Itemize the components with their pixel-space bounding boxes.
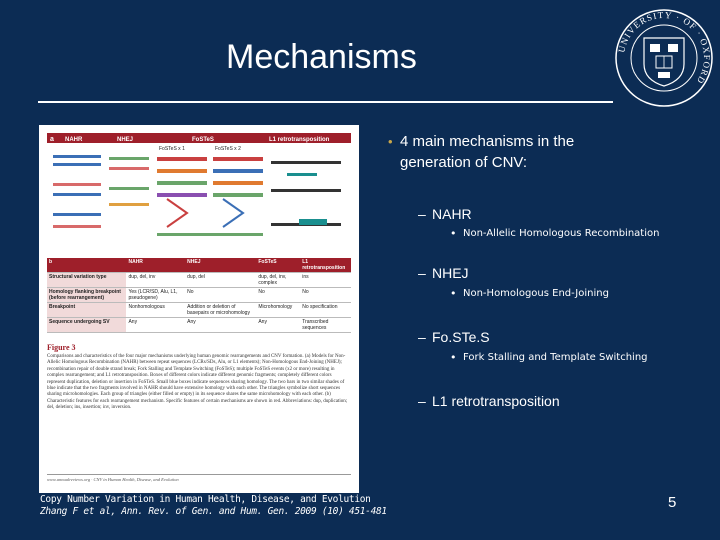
cnv-mechanisms-figure: a NAHR NHEJ FoSTeS L1 retrotransposition… [39, 125, 359, 493]
sub-sub-bullet-fostes: • Fork Stalling and Template Switching [450, 351, 648, 364]
citation: Copy Number Variation in Human Health, D… [40, 494, 387, 518]
col-head-nhej: NHEJ [117, 137, 133, 143]
fostes-diagram [157, 157, 263, 236]
mechanism-features-table: b NAHR NHEJ FoSTeS L1 retrotransposition… [47, 258, 351, 333]
table-header: L1 retrotransposition [300, 258, 351, 273]
col-head-nahr: NAHR [65, 137, 83, 143]
dash-icon: – [418, 206, 426, 222]
sub-bullet-nahr: – NAHR [418, 206, 472, 222]
sub-bullet-nhej: – NHEJ [418, 265, 469, 281]
sub-bullet-fostes: – Fo.STe.S [418, 329, 490, 345]
dash-icon: – [418, 329, 426, 345]
figure-caption: Comparisons and characteristics of the f… [47, 354, 348, 411]
title-divider [38, 101, 613, 103]
figure-footer: www.annualreviews.org · CNV in Human Hea… [47, 474, 351, 482]
panel-a-label: a [50, 136, 54, 143]
sub-sub-bullet-nahr: • Non-Allelic Homologous Recombination [450, 227, 660, 240]
table-header: b [47, 258, 127, 273]
fostes-x2-label: FoSTeS x 2 [215, 146, 241, 152]
col-head-fostes: FoSTeS [192, 137, 214, 143]
nahr-diagram [53, 155, 101, 228]
table-header: NHEJ [185, 258, 257, 273]
table-header: FoSTeS [256, 258, 301, 273]
oxford-crest-logo: UNIVERSITY · OF · OXFORD [615, 9, 713, 107]
bullet-dot-icon: • [388, 134, 393, 149]
dash-icon: – [418, 393, 426, 409]
l1-diagram [271, 161, 341, 226]
dash-icon: – [418, 265, 426, 281]
fostes-x1-label: FoSTeS x 1 [159, 146, 185, 152]
table-header: NAHR [126, 258, 186, 273]
nhej-diagram [109, 157, 149, 206]
mechanism-diagram: a NAHR NHEJ FoSTeS L1 retrotransposition… [47, 133, 351, 236]
figure-caption-title: Figure 3 [47, 343, 76, 352]
bullet-dot-icon: • [450, 351, 457, 364]
main-bullet-text: 4 main mechanisms in the generation of C… [400, 133, 575, 171]
sub-sub-bullet-nhej: • Non-Homologous End-Joining [450, 287, 609, 300]
main-bullet: • 4 main mechanisms in the generation of… [388, 131, 615, 173]
sub-bullet-l1: – L1 retrotransposition [418, 393, 560, 409]
bullet-dot-icon: • [450, 287, 457, 300]
slide-title: Mechanisms [226, 38, 417, 76]
citation-title: Copy Number Variation in Human Health, D… [40, 494, 371, 505]
page-number: 5 [668, 494, 677, 511]
table-row: Homology flanking breakpoint (before rea… [47, 287, 351, 303]
bullet-dot-icon: • [450, 227, 457, 240]
col-head-l1: L1 retrotransposition [269, 137, 330, 143]
citation-source: Zhang F et al, Ann. Rev. of Gen. and Hum… [40, 506, 387, 517]
